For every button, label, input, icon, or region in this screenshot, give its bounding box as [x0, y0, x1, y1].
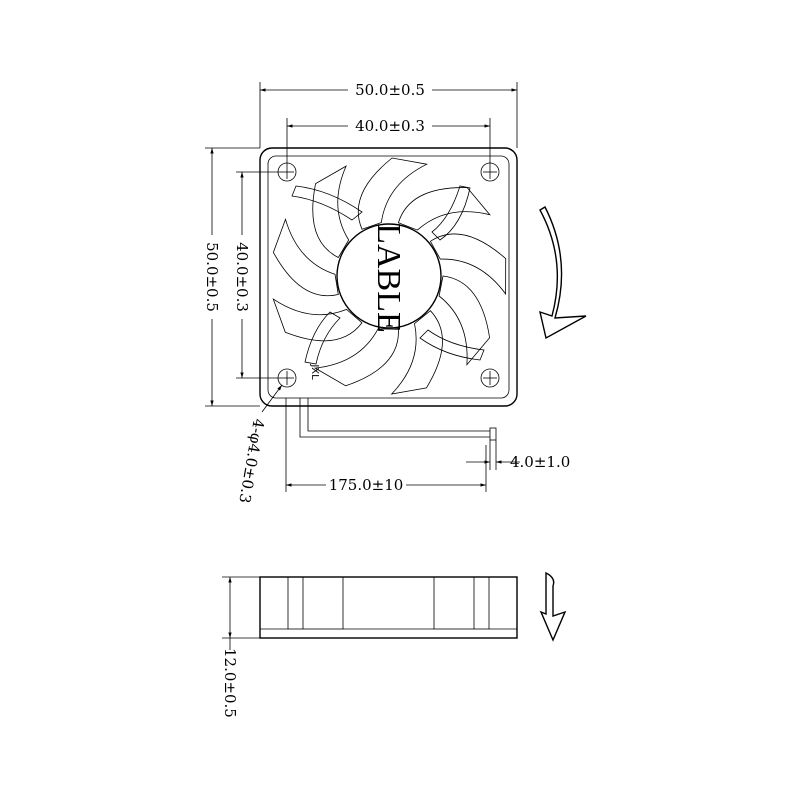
fan-blade [438, 275, 491, 366]
overall-width-value: 50.0±0.5 [355, 81, 425, 99]
dimension-overall-height: 50.0±0.5 [203, 147, 260, 407]
cable-length-value: 175.0±10 [329, 476, 404, 494]
hole-spacing-height-value: 40.0±0.3 [233, 242, 251, 312]
fan-blade [429, 233, 507, 296]
dimension-thickness: 12.0±0.5 [221, 576, 260, 718]
dimension-hole-diameter: 4-φ4.0±0.3 [235, 384, 283, 505]
fan-blades [272, 157, 507, 395]
fan-blade [390, 310, 443, 395]
wire-strip-value: 4.0±1.0 [510, 453, 570, 471]
frame-spokes [291, 185, 485, 365]
fan-hub [336, 223, 442, 329]
dimension-cable-length: 175.0±10 [285, 398, 487, 494]
dimension-wire-strip: 4.0±1.0 [466, 440, 570, 471]
hole-diameter-value: 4-φ4.0±0.3 [235, 417, 268, 504]
mounting-hole-top-left [277, 162, 297, 182]
fan-blade [397, 187, 491, 231]
dimension-hole-spacing-width: 40.0±0.3 [286, 116, 491, 165]
hub-label: LABLE [370, 223, 407, 333]
fan-blade [272, 298, 363, 342]
rotation-direction-arrow [539, 206, 587, 340]
mounting-hole-top-right [480, 162, 500, 182]
airflow-direction-arrow [539, 571, 567, 642]
fan-frame-inner [267, 155, 510, 399]
overall-height-value: 50.0±0.5 [203, 242, 221, 312]
fan-blade [272, 218, 339, 297]
fan-cable [299, 398, 497, 441]
thickness-value: 12.0±0.5 [221, 648, 239, 718]
hole-spacing-width-value: 40.0±0.3 [355, 117, 425, 135]
dimension-hole-spacing-height: 40.0±0.3 [233, 171, 280, 379]
fan-blade [313, 328, 399, 387]
fan-top-view: LABLE JXL [259, 147, 587, 441]
frame-mark: JXL [309, 363, 320, 380]
fan-blade [358, 157, 429, 230]
mounting-hole-bottom-right [480, 368, 500, 388]
fan-frame-outline [259, 147, 518, 407]
fan-blade [312, 165, 350, 259]
dimension-overall-width: 50.0±0.5 [259, 80, 518, 148]
fan-side-view [259, 571, 567, 642]
mounting-hole-bottom-left [277, 368, 297, 388]
